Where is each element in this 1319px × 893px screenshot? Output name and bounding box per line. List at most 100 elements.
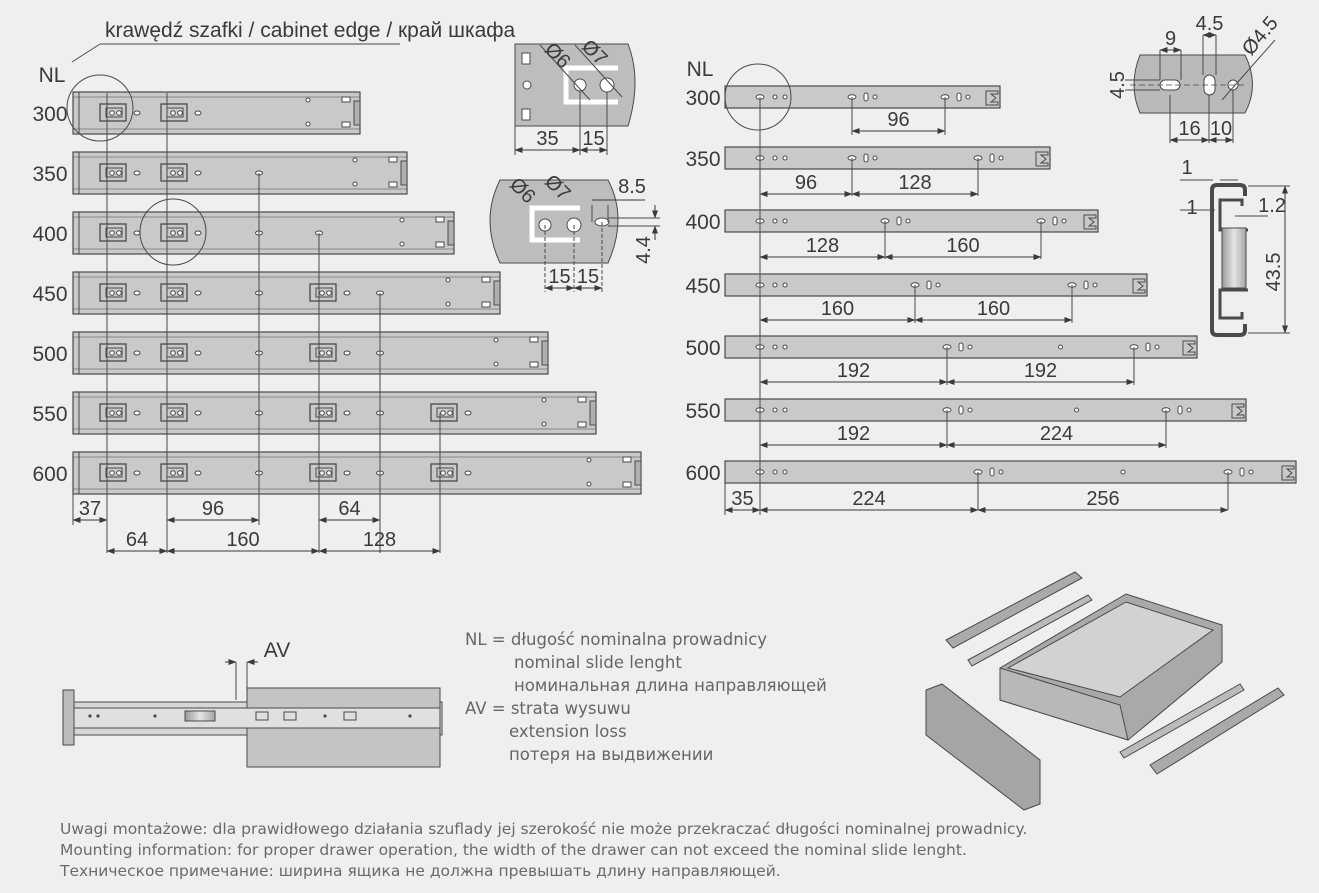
end-hole	[305, 97, 311, 103]
dimension-label: 35	[536, 128, 558, 150]
legend-av-1: AV = strata wysuwu	[465, 699, 631, 718]
bracket-slot	[105, 347, 123, 358]
hole	[153, 714, 157, 718]
slot	[958, 405, 964, 415]
detail-circle	[66, 74, 134, 142]
bracket-hole	[440, 470, 446, 476]
left-rail-550: 550	[32, 391, 597, 435]
bracket-hole	[177, 110, 183, 116]
hole	[133, 230, 141, 236]
slide-inner	[73, 707, 441, 729]
rail-size-label: 400	[685, 211, 720, 234]
detail-circle	[139, 198, 207, 266]
dimension-label: 4.4	[633, 236, 655, 264]
bracket-hole	[177, 470, 183, 476]
extension-line	[1221, 39, 1276, 101]
bracket-hole	[116, 350, 122, 356]
rail-body	[724, 146, 1051, 170]
bracket-hole	[170, 410, 176, 416]
bracket-slot	[105, 287, 123, 298]
end-slot	[529, 336, 539, 343]
rail-end-cap	[493, 280, 501, 306]
hole	[935, 282, 941, 288]
right-rail-500: 500	[685, 335, 1198, 385]
rail-size-label: 400	[32, 223, 67, 246]
end-slot	[529, 361, 539, 368]
bracket-plate	[489, 179, 619, 264]
hole	[782, 218, 788, 224]
dimension-label: 128	[806, 235, 839, 257]
bracket-hole	[170, 110, 176, 116]
end-notch	[1083, 214, 1097, 230]
hole	[343, 470, 351, 476]
rail-body	[724, 209, 1099, 233]
dimension-label: 128	[363, 529, 396, 551]
bracket	[430, 403, 458, 422]
hole	[782, 282, 788, 288]
slot	[989, 467, 995, 477]
hole	[1154, 344, 1160, 350]
slide-rail-right-inner	[1119, 683, 1245, 759]
hole	[772, 218, 778, 224]
cabinet-side	[62, 689, 75, 746]
note-ru: Техническое примечание: ширина ящика не …	[60, 862, 781, 880]
bracket-hole	[440, 410, 446, 416]
dimension-label: 224	[852, 488, 885, 510]
hole	[133, 410, 141, 416]
bracket	[99, 103, 127, 122]
nl-label-left: NL	[39, 64, 66, 87]
slot	[1177, 405, 1183, 415]
right-rail-300: 300	[685, 85, 1001, 135]
hole	[133, 350, 141, 356]
bracket	[430, 463, 458, 482]
hole	[772, 155, 778, 161]
ball-cage	[184, 710, 216, 722]
bracket-hole	[116, 290, 122, 296]
rail-body	[72, 451, 642, 495]
left-rail-400: 400	[32, 211, 455, 255]
drawer-front-panel	[925, 683, 1041, 811]
dimension-label: 15	[582, 128, 604, 150]
bracket-hole	[447, 410, 453, 416]
hole	[905, 218, 911, 224]
end-slot	[577, 421, 587, 428]
detail-circle	[724, 63, 792, 131]
slot	[1239, 467, 1245, 477]
hole	[343, 350, 351, 356]
bracket-hole	[170, 230, 176, 236]
slot	[896, 216, 902, 226]
bracket-hole	[109, 110, 115, 116]
slide-rail-left-inner	[967, 594, 1093, 667]
dimension-label: 1	[1181, 157, 1192, 179]
hole	[782, 469, 788, 475]
slot-outline	[529, 205, 580, 243]
bracket-hole	[116, 110, 122, 116]
legend-av-3: потеря на выдвижении	[509, 745, 714, 764]
hole	[772, 282, 778, 288]
round-hole	[522, 80, 532, 90]
hole	[782, 94, 788, 100]
bracket-slot	[315, 407, 333, 418]
rail-size-label: 450	[32, 283, 67, 306]
end-notch	[1182, 340, 1196, 356]
bracket	[160, 163, 188, 182]
bracket-slot	[315, 287, 333, 298]
dimension-label: 64	[338, 498, 360, 520]
hole	[967, 344, 973, 350]
dimension-label: 256	[1086, 488, 1119, 510]
left-rail-350: 350	[32, 151, 408, 195]
end-slot	[388, 181, 398, 188]
hole	[88, 714, 92, 718]
rail-size-label: 500	[32, 343, 67, 366]
bracket-slot	[105, 107, 123, 118]
legend-nl-3: номинальная длина направляющей	[514, 676, 827, 695]
slot	[926, 280, 932, 290]
bracket-hole	[109, 470, 115, 476]
diameter-label: Ø4.5	[1238, 12, 1283, 59]
end-hole	[493, 361, 499, 367]
rail-end-cap	[634, 460, 642, 486]
end-hole	[399, 241, 405, 247]
